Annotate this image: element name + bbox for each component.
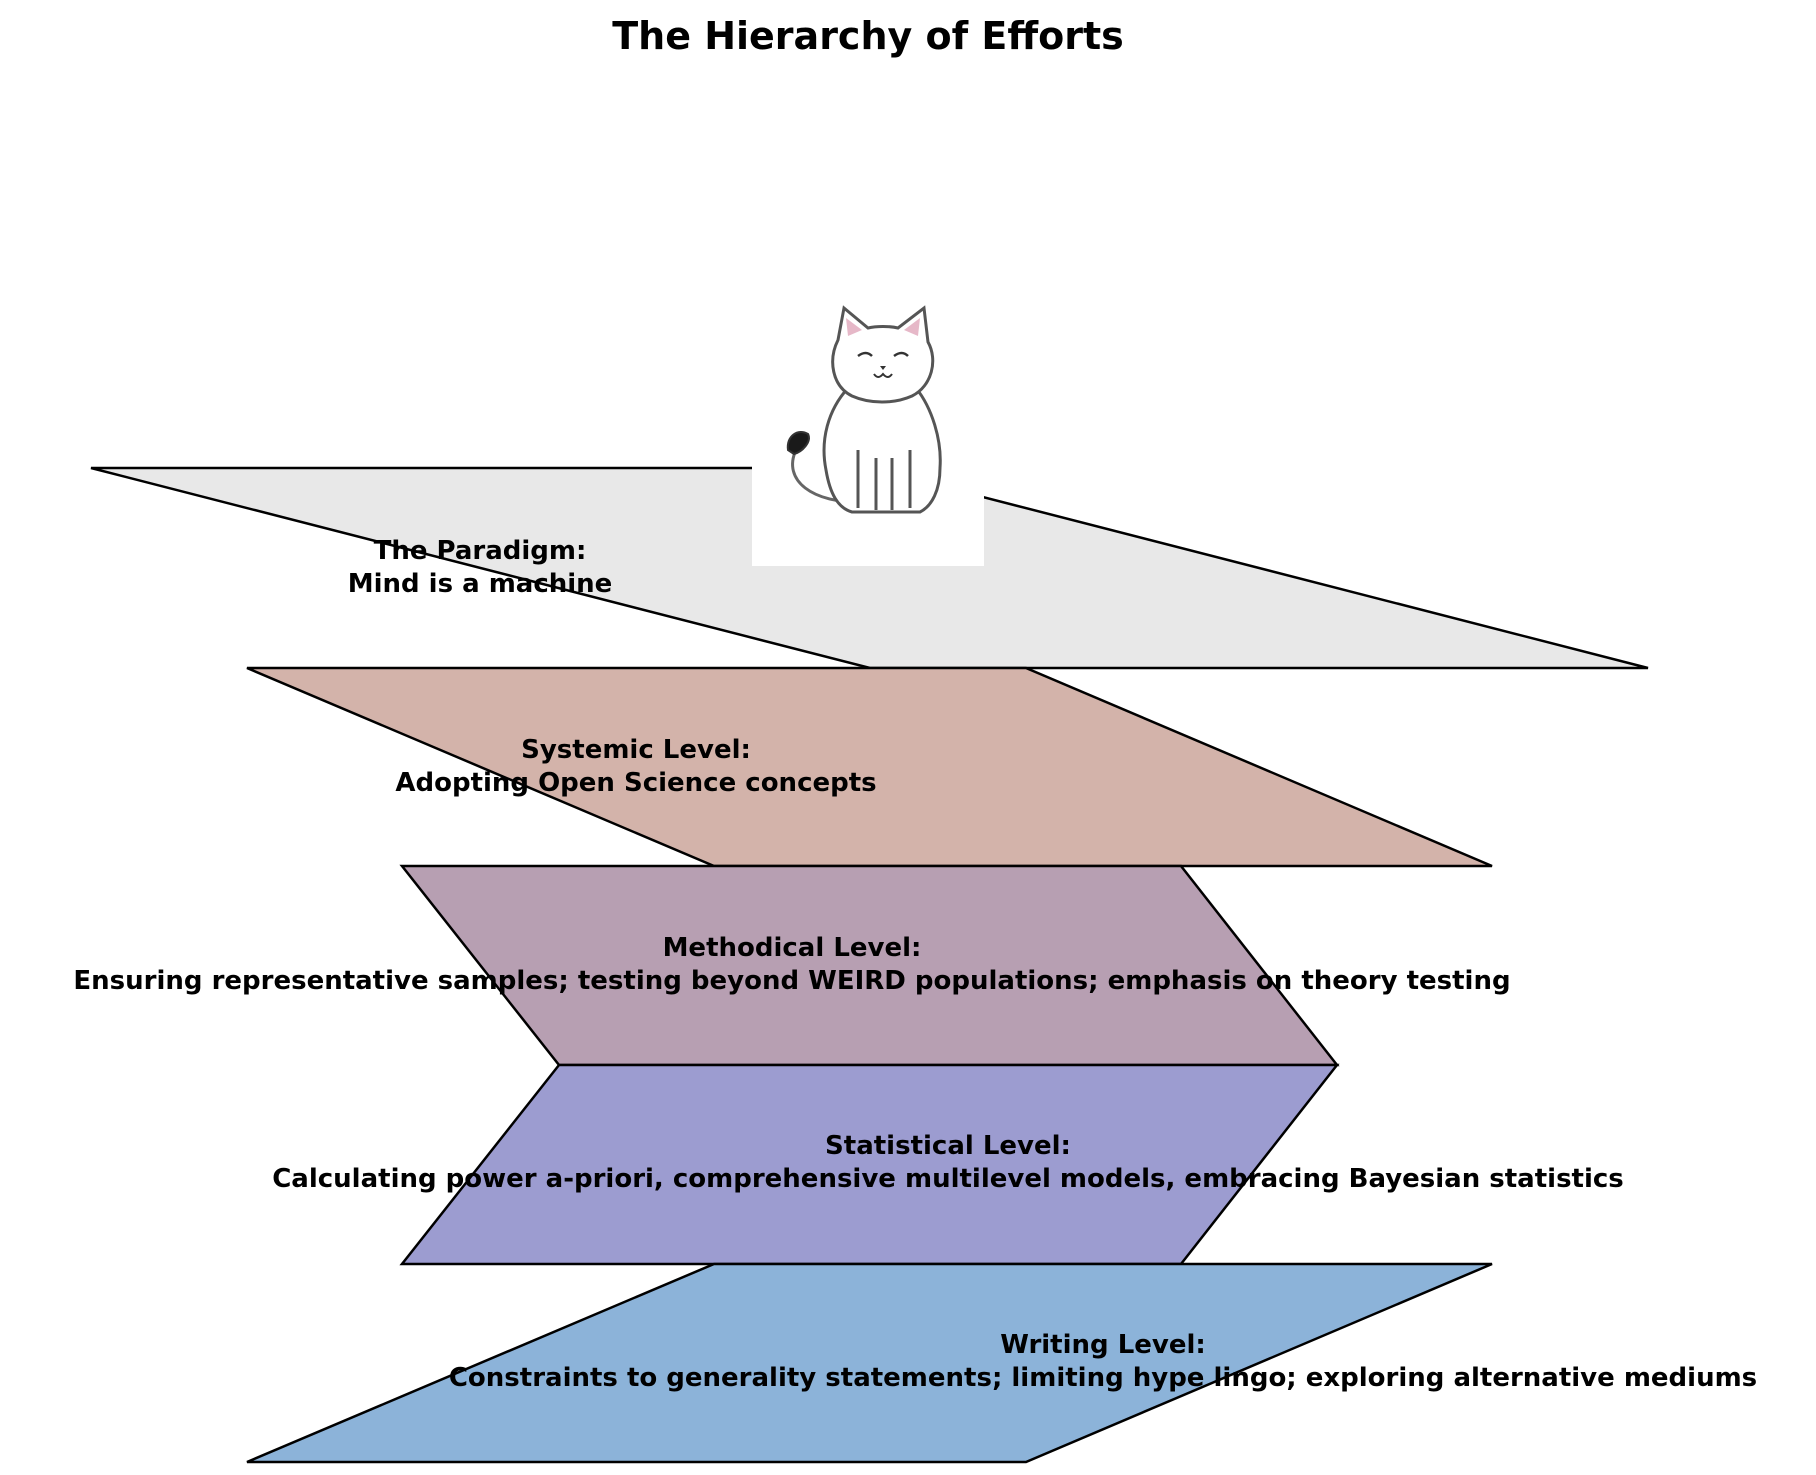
cat-body [822, 386, 942, 514]
level-label-methodical: Methodical Level: Ensuring representativ… [73, 932, 1510, 998]
level-label-writing: Writing Level: Constraints to generality… [449, 1329, 1757, 1395]
level-description: Calculating power a-priori, comprehensiv… [272, 1164, 1624, 1194]
diagram-title: The Hierarchy of Efforts [612, 14, 1124, 58]
cat-ear-right [904, 318, 920, 336]
level-label-statistical: Statistical Level: Calculating power a-p… [272, 1130, 1624, 1196]
level-label-systemic: Systemic Level: Adopting Open Science co… [395, 734, 876, 800]
level-description: Mind is a machine [347, 569, 613, 599]
level-heading: Statistical Level: [825, 1131, 1071, 1161]
level-description: Adopting Open Science concepts [395, 768, 877, 798]
level-shape-writing [246, 1262, 1493, 1464]
level-heading: The Paradigm: [373, 536, 587, 566]
level-description: Ensuring representative samples; testing… [73, 966, 1511, 996]
level-shape-paradigm [90, 466, 1649, 670]
cat-ear-left [846, 318, 862, 336]
level-shape-systemic [246, 666, 1493, 868]
level-heading: Systemic Level: [521, 735, 751, 765]
level-label-paradigm: The Paradigm: Mind is a machine [348, 535, 613, 601]
level-heading: Methodical Level: [662, 933, 922, 963]
mascot-panel [752, 290, 984, 566]
cat-tail-tip [786, 431, 810, 456]
level-heading: Writing Level: [1000, 1330, 1206, 1360]
level-description: Constraints to generality statements; li… [448, 1363, 1758, 1393]
cat-icon [786, 305, 942, 514]
